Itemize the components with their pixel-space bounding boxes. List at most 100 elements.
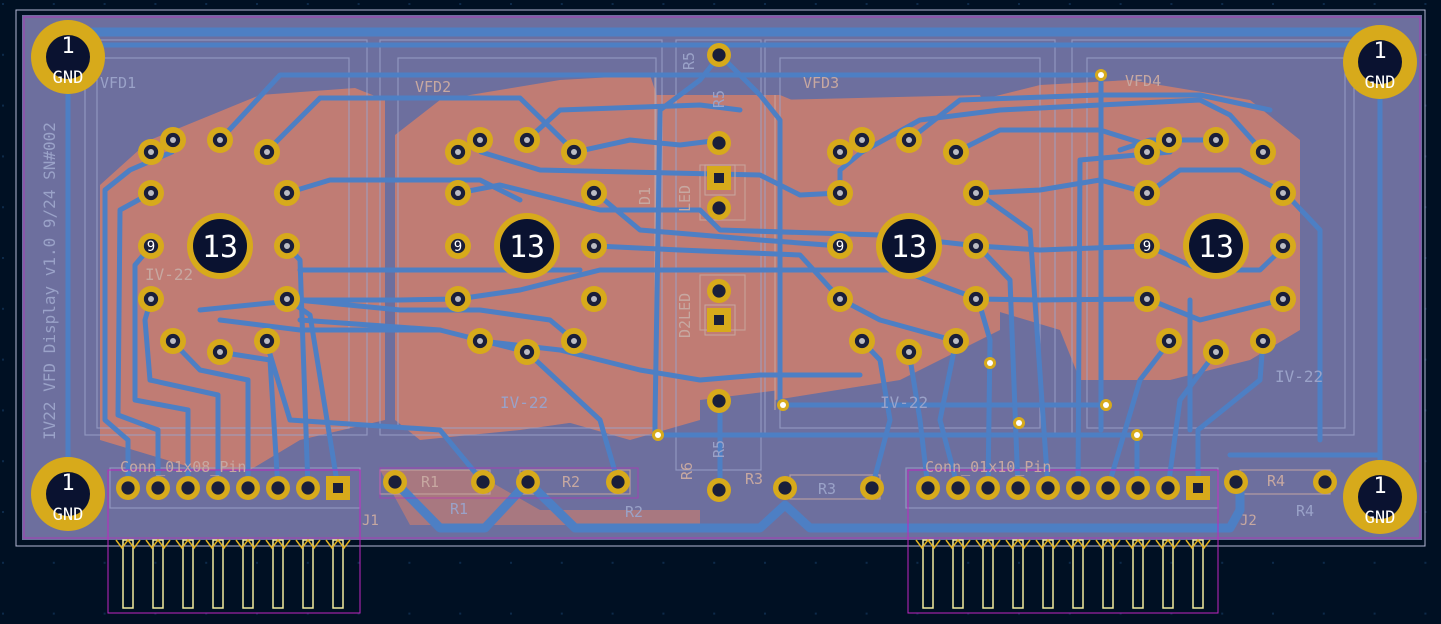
tube-pin-pad[interactable]: 9: [827, 233, 853, 259]
tube-center-pad[interactable]: 13: [1183, 213, 1249, 279]
component-pad[interactable]: [707, 389, 731, 413]
tube-pin-pad[interactable]: [467, 127, 493, 153]
connector-pin-pad[interactable]: [1126, 476, 1150, 500]
vfd-footprint[interactable]: 9 13: [1134, 127, 1296, 365]
connector-pin-pad[interactable]: [236, 476, 260, 500]
connector-pin-pad[interactable]: [146, 476, 170, 500]
via[interactable]: [1131, 429, 1143, 441]
tube-pin-pad[interactable]: [561, 139, 587, 165]
tube-center-pad[interactable]: 13: [876, 213, 942, 279]
tube-pin-pad[interactable]: [160, 127, 186, 153]
tube-pin-pad[interactable]: 9: [138, 233, 164, 259]
tube-pin-pad[interactable]: [1203, 127, 1229, 153]
tube-pin-pad[interactable]: [274, 286, 300, 312]
tube-pin-pad[interactable]: [827, 139, 853, 165]
tube-pin-pad[interactable]: [1250, 139, 1276, 165]
via[interactable]: [984, 357, 996, 369]
connector-pin1-pad[interactable]: [326, 476, 350, 500]
tube-pin-pad[interactable]: [896, 339, 922, 365]
tube-pin-pad[interactable]: [467, 328, 493, 354]
tube-pin-pad[interactable]: [254, 328, 280, 354]
via[interactable]: [1100, 399, 1112, 411]
tube-pin-pad[interactable]: [445, 139, 471, 165]
tube-center-pad[interactable]: 13: [494, 213, 560, 279]
tube-pin-pad[interactable]: [963, 180, 989, 206]
vfd-footprint[interactable]: 9 13: [138, 127, 300, 365]
tube-pin-pad[interactable]: [581, 180, 607, 206]
component-pad[interactable]: [1313, 470, 1337, 494]
tube-pin-pad[interactable]: [1134, 286, 1160, 312]
component-pad[interactable]: [707, 43, 731, 67]
tube-pin-pad[interactable]: [849, 127, 875, 153]
tube-pin-pad[interactable]: [1270, 233, 1296, 259]
connector-pin-pad[interactable]: [946, 476, 970, 500]
component-pad[interactable]: [707, 478, 731, 502]
tube-pin-pad[interactable]: [849, 328, 875, 354]
component-pad[interactable]: [383, 470, 407, 494]
tube-pin-pad[interactable]: [963, 286, 989, 312]
tube-pin-pad[interactable]: [1270, 286, 1296, 312]
tube-pin-pad[interactable]: 9: [1134, 233, 1160, 259]
connector-pin1-pad[interactable]: [1186, 476, 1210, 500]
via[interactable]: [1013, 417, 1025, 429]
vfd-footprint[interactable]: 9 13: [827, 127, 989, 365]
tube-pin-pad[interactable]: [138, 286, 164, 312]
tube-pin-pad[interactable]: [1134, 180, 1160, 206]
tube-pin-pad[interactable]: [160, 328, 186, 354]
tube-pin-pad[interactable]: [274, 233, 300, 259]
component-pad[interactable]: [516, 470, 540, 494]
component-pad[interactable]: [606, 470, 630, 494]
connector-pin-pad[interactable]: [1156, 476, 1180, 500]
connector-pin-pad[interactable]: [176, 476, 200, 500]
tube-pin-pad[interactable]: [207, 127, 233, 153]
tube-pin-pad[interactable]: [138, 139, 164, 165]
tube-pin-pad[interactable]: [963, 233, 989, 259]
tube-pin-pad[interactable]: 9: [445, 233, 471, 259]
connector-pin-pad[interactable]: [266, 476, 290, 500]
tube-center-pad[interactable]: 13: [187, 213, 253, 279]
connector-pin-pad[interactable]: [116, 476, 140, 500]
vfd-footprint[interactable]: 9 13: [445, 127, 607, 365]
component-pad[interactable]: [707, 196, 731, 220]
via[interactable]: [777, 399, 789, 411]
tube-pin-pad[interactable]: [445, 180, 471, 206]
tube-pin-pad[interactable]: [138, 180, 164, 206]
tube-pin-pad[interactable]: [1250, 328, 1276, 354]
tube-pin-pad[interactable]: [1134, 139, 1160, 165]
component-pad[interactable]: [471, 470, 495, 494]
led-square-pad[interactable]: [707, 166, 731, 190]
led-square-pad[interactable]: [707, 308, 731, 332]
tube-pin-pad[interactable]: [581, 233, 607, 259]
component-pad[interactable]: [1224, 470, 1248, 494]
component-pad[interactable]: [707, 131, 731, 155]
connector-pin-pad[interactable]: [1096, 476, 1120, 500]
tube-pin-pad[interactable]: [254, 139, 280, 165]
tube-pin-pad[interactable]: [1270, 180, 1296, 206]
component-pad[interactable]: [707, 279, 731, 303]
tube-pin-pad[interactable]: [445, 286, 471, 312]
tube-pin-pad[interactable]: [561, 328, 587, 354]
tube-pin-pad[interactable]: [1203, 339, 1229, 365]
tube-pin-pad[interactable]: [827, 180, 853, 206]
tube-pin-pad[interactable]: [1156, 127, 1182, 153]
connector-pin-pad[interactable]: [296, 476, 320, 500]
connector-pin-pad[interactable]: [1006, 476, 1030, 500]
tube-pin-pad[interactable]: [514, 339, 540, 365]
via[interactable]: [652, 429, 664, 441]
connector-pin-pad[interactable]: [1036, 476, 1060, 500]
tube-pin-pad[interactable]: [1156, 328, 1182, 354]
tube-pin-pad[interactable]: [207, 339, 233, 365]
tube-pin-pad[interactable]: [896, 127, 922, 153]
connector-pin-pad[interactable]: [916, 476, 940, 500]
component-pad[interactable]: [773, 476, 797, 500]
tube-pin-pad[interactable]: [581, 286, 607, 312]
tube-pin-pad[interactable]: [274, 180, 300, 206]
tube-pin-pad[interactable]: [943, 328, 969, 354]
connector-pin-pad[interactable]: [976, 476, 1000, 500]
tube-pin-pad[interactable]: [827, 286, 853, 312]
